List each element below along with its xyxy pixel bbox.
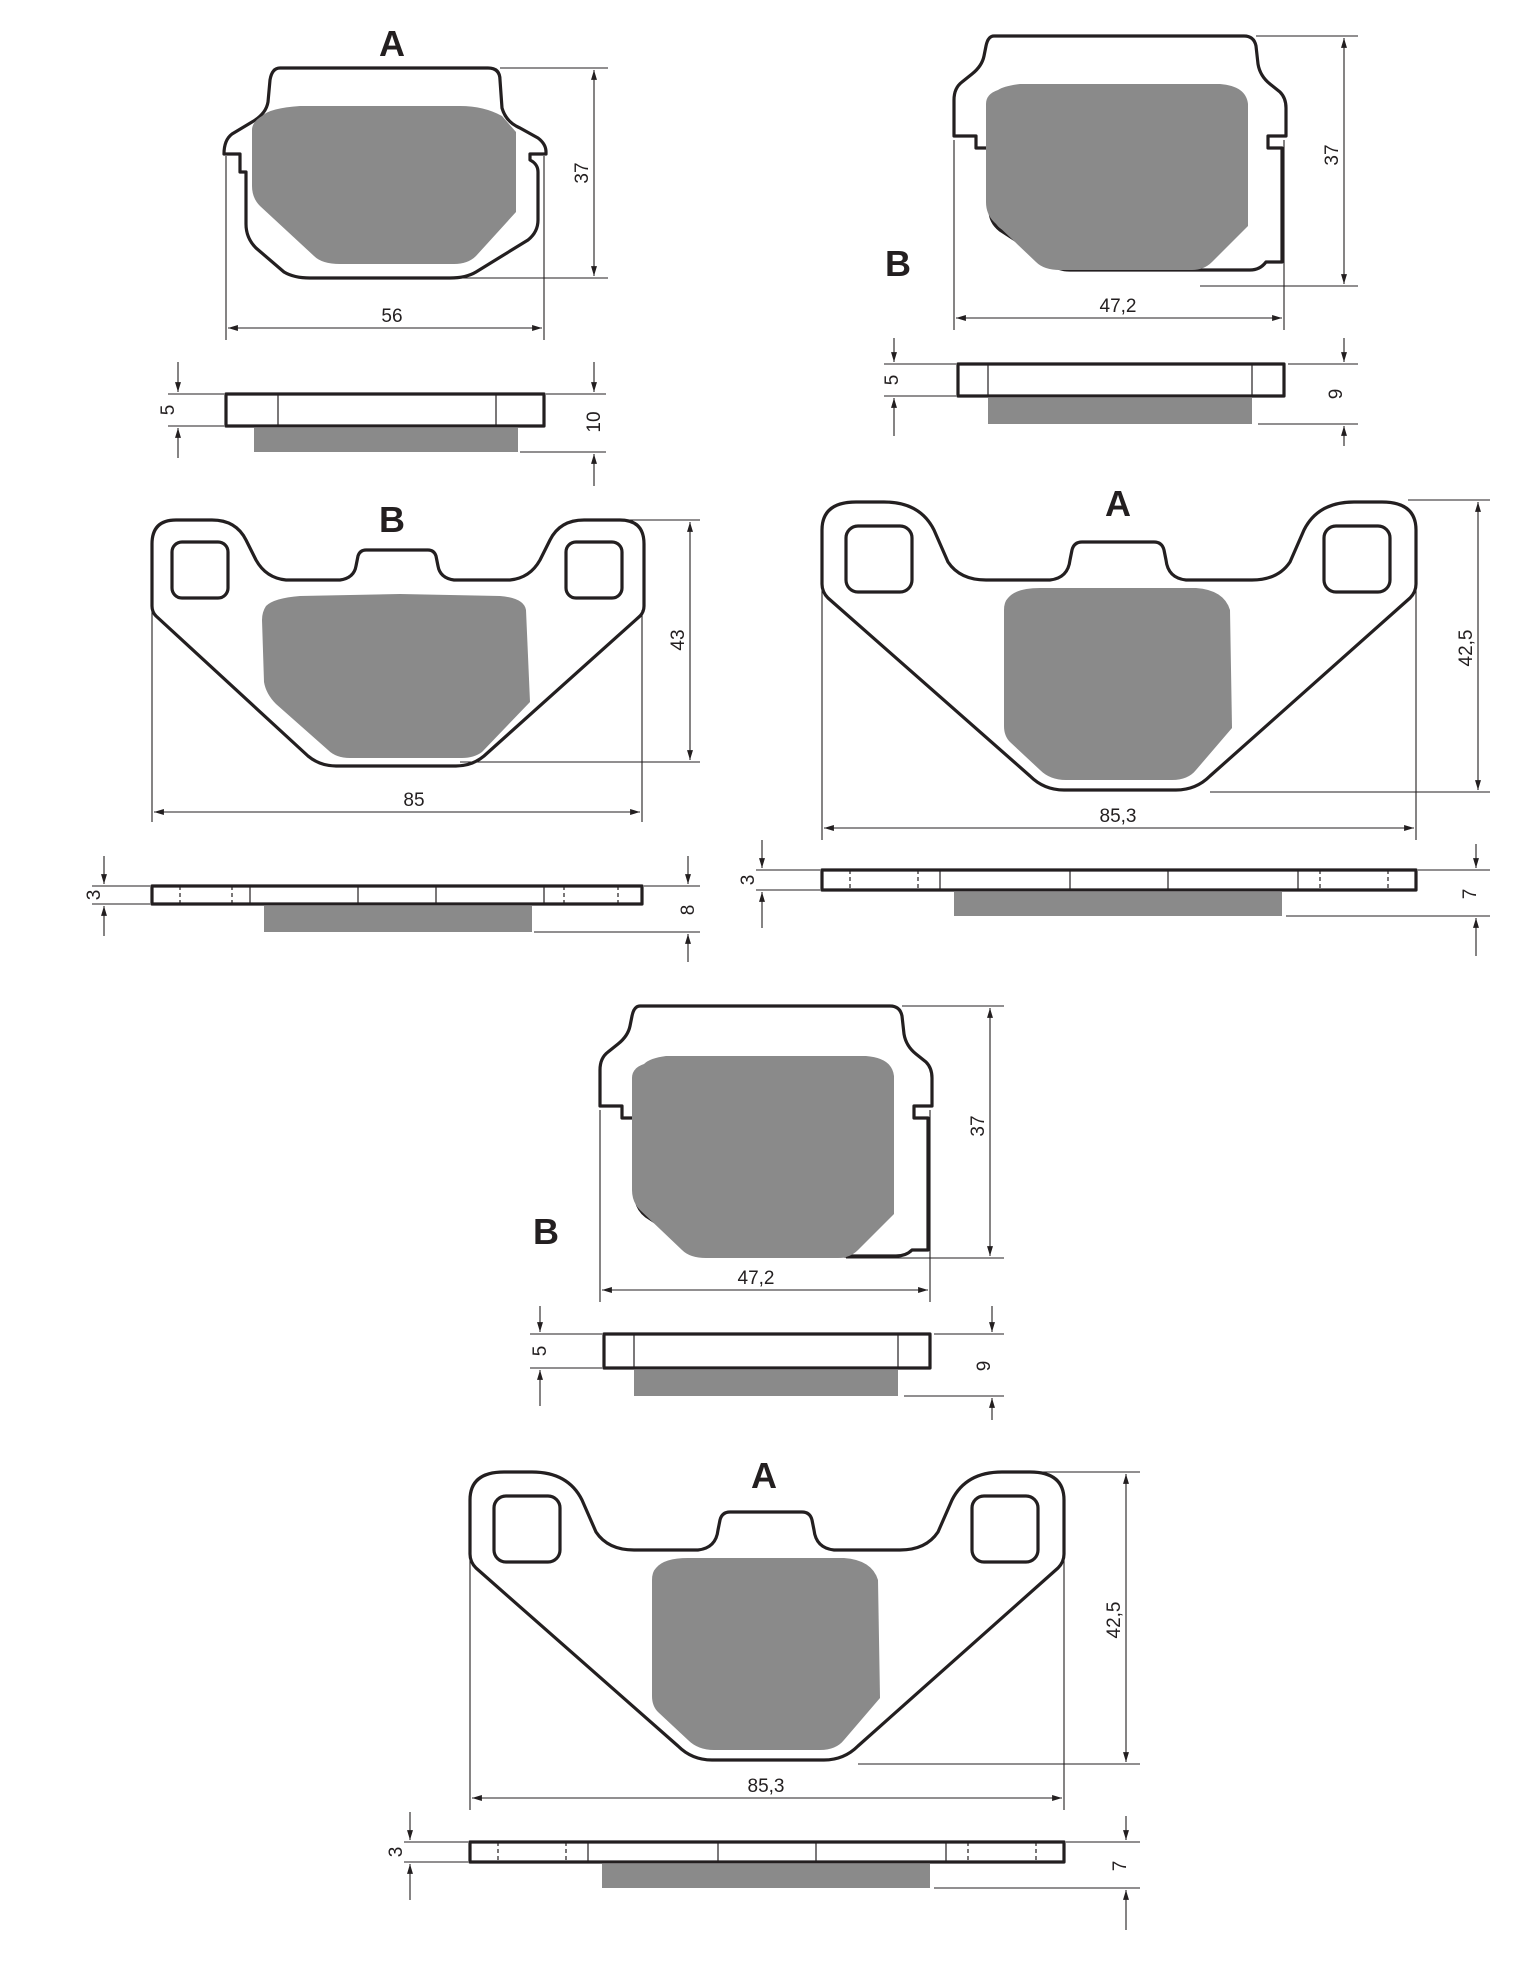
friction-material xyxy=(1004,588,1232,780)
width-dimension: 47,2 xyxy=(738,1268,775,1289)
mounting-hole-left xyxy=(492,1494,562,1564)
side-view-friction xyxy=(954,892,1282,916)
side-view-backing-plate xyxy=(820,868,1418,892)
pad-diagram-b-small-center: B 37 47,2 5 9 xyxy=(530,1004,1004,1420)
side-view-friction xyxy=(264,906,532,932)
friction-material xyxy=(262,594,530,758)
mounting-hole-left xyxy=(170,540,230,600)
plate-thickness: 3 xyxy=(84,890,105,901)
pad-label: B xyxy=(885,243,911,284)
pad-label: A xyxy=(751,1455,777,1496)
pad-diagram-b-small-top: B 37 47,2 5 9 xyxy=(882,34,1358,446)
height-dimension: 37 xyxy=(968,1115,989,1136)
side-view-backing-plate xyxy=(224,392,546,428)
friction-material xyxy=(632,1056,894,1258)
side-view-backing-plate xyxy=(602,1332,932,1370)
friction-material xyxy=(652,1558,880,1750)
plate-thickness: 5 xyxy=(882,375,903,386)
pad-label: B xyxy=(533,1211,559,1252)
height-dimension: 42,5 xyxy=(1104,1602,1125,1639)
width-dimension: 85 xyxy=(403,790,424,811)
side-view-friction xyxy=(634,1370,898,1396)
side-view-backing-plate xyxy=(956,362,1286,398)
mounting-hole-right xyxy=(564,540,624,600)
friction-material xyxy=(986,84,1248,270)
plate-thickness: 5 xyxy=(158,405,179,416)
total-thickness: 10 xyxy=(584,411,605,432)
side-view-friction xyxy=(254,428,518,452)
width-dimension: 85,3 xyxy=(748,1776,785,1797)
pad-diagram-a-large-bottom: A 42,5 85,3 3 7 xyxy=(386,1455,1140,1930)
mounting-hole-left xyxy=(844,524,914,594)
side-view-backing-plate xyxy=(468,1840,1066,1864)
side-view-backing-plate xyxy=(150,884,644,906)
plate-thickness: 3 xyxy=(386,1847,407,1858)
height-dimension: 37 xyxy=(1322,144,1343,165)
pad-label: A xyxy=(379,23,405,64)
plate-thickness: 5 xyxy=(530,1346,551,1357)
pad-label: B xyxy=(379,499,405,540)
total-thickness: 9 xyxy=(974,1361,995,1372)
pad-diagram-a-large-mid: A 42,5 85,3 3 7 xyxy=(738,483,1490,956)
width-dimension: 56 xyxy=(381,306,402,327)
total-thickness: 7 xyxy=(1110,1861,1131,1872)
pad-diagram-b-large: B 43 85 3 8 xyxy=(84,499,700,962)
mounting-hole-right xyxy=(970,1494,1040,1564)
height-dimension: 43 xyxy=(668,629,689,650)
total-thickness: 8 xyxy=(678,905,699,916)
side-view-friction xyxy=(602,1864,930,1888)
width-dimension: 85,3 xyxy=(1100,806,1137,827)
pad-diagram-a-small: A 37 56 5 10 xyxy=(158,23,608,486)
mounting-hole-right xyxy=(1322,524,1392,594)
width-dimension: 47,2 xyxy=(1100,296,1137,317)
plate-thickness: 3 xyxy=(738,875,759,886)
friction-material xyxy=(252,106,516,264)
total-thickness: 9 xyxy=(1326,389,1347,400)
total-thickness: 7 xyxy=(1460,889,1481,900)
height-dimension: 37 xyxy=(572,162,593,183)
side-view-friction xyxy=(988,398,1252,424)
pad-label: A xyxy=(1105,483,1131,524)
height-dimension: 42,5 xyxy=(1456,630,1477,667)
